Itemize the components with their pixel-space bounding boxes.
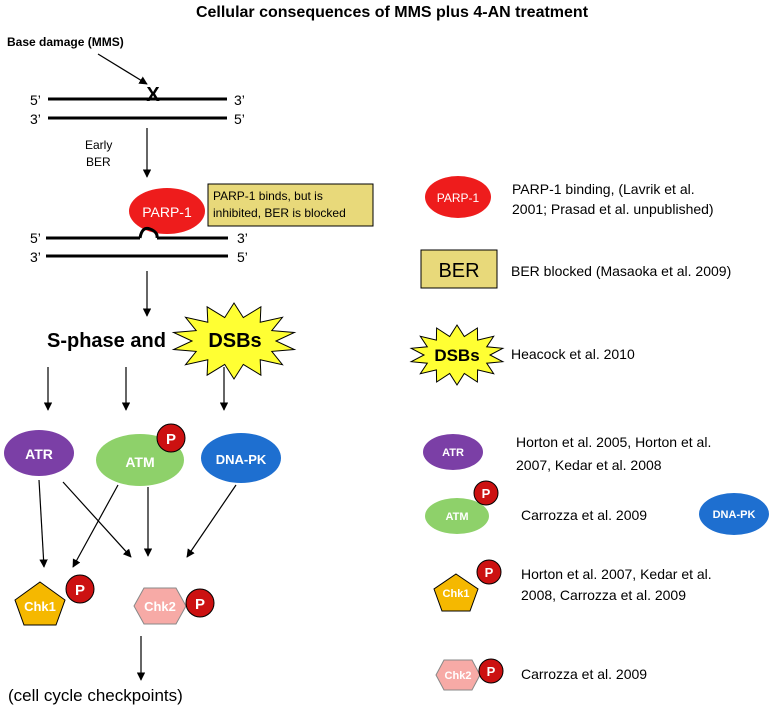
strand-3-top-right: 3’ [234,92,245,108]
legend-atm-text: Carrozza et al. 2009 [521,507,647,523]
atr-label: ATR [25,446,53,462]
parp-note-line-2: inhibited, BER is blocked [213,206,346,220]
early-label: Early [85,138,112,152]
atr-ellipse [4,430,74,476]
legend-chk1-text-2: 2008, Carrozza et al. 2009 [521,587,686,603]
dnapk-chk2-arrow [186,484,237,558]
legend-dnapk-ellipse [699,493,769,535]
legend-atr-ellipse [423,434,483,470]
legend-chk1-phospho [476,559,502,585]
strand-3-mid-right: 3’ [237,230,248,246]
parp1-ellipse [129,188,205,234]
chk1-phospho-badge [65,574,95,604]
legend-dsbs-text: Heacock et al. 2010 [511,346,635,362]
legend-ber-label: BER [438,260,479,282]
legend-ber-text: BER blocked (Masaoka et al. 2009) [511,263,731,279]
dna-lesion-loop [138,226,159,239]
dnapk-ellipse [201,433,281,483]
dsbs-label: DSBs [208,330,261,352]
legend-atr-label: ATR [442,447,464,459]
legend-atm-label: ATM [445,511,468,523]
damage-mark: X [146,84,160,106]
legend-dnapk-label: DNA-PK [713,509,756,521]
strand-5-bottom-right: 5’ [234,111,245,127]
legend-chk1-pentagon [433,573,479,612]
sphase-label: S-phase and [47,330,166,352]
strand-5-mid-bottom-right: 5’ [237,249,248,265]
legend-parp1-text-1: PARP-1 binding, (Lavrik et al. [512,181,695,197]
chk2-phospho-badge [185,588,215,618]
legend-dsb-starburst [409,324,505,386]
chk2-label: Chk2 [144,599,176,614]
legend-atm-ellipse [425,498,489,534]
damage-arrow [97,53,148,85]
dsb-starburst [171,302,297,380]
atm-phospho-badge [156,423,186,453]
chk1-label: Chk1 [24,599,56,614]
parp-note-line-1: PARP-1 binds, but is [213,189,323,203]
parp1-label: PARP-1 [142,204,192,220]
legend-dsbs-label: DSBs [434,346,479,365]
chk2-phospho-label: P [195,596,205,613]
legend-atr-text-2: 2007, Kedar et al. 2008 [516,457,662,473]
legend-atm-phospho-label: P [482,486,491,501]
legend-chk2-text: Carrozza et al. 2009 [521,666,647,682]
strand-5-top-left: 5’ [30,92,41,108]
figure-title: Cellular consequences of MMS plus 4-AN t… [196,4,589,21]
strand-3-mid-bottom-left: 3’ [30,249,41,265]
checkpoints-label: (cell cycle checkpoints) [8,686,183,705]
legend-parp1-text-2: 2001; Prasad et al. unpublished) [512,201,714,217]
chk1-phospho-label: P [75,582,85,599]
ber-label: BER [86,155,111,169]
legend-chk2-phospho-label: P [487,664,496,679]
legend-atr-text-1: Horton et al. 2005, Horton et al. [516,434,711,450]
atr-chk2-arrow [62,481,132,558]
legend-ber-box [420,249,498,289]
legend-chk1-text-1: Horton et al. 2007, Kedar et al. [521,566,712,582]
parp-note-box [207,183,374,227]
atm-label: ATM [125,454,154,470]
atm-chk1-arrow [72,484,119,568]
dnapk-label: DNA-PK [216,452,267,467]
legend: PARP-1 PARP-1 binding, (Lavrik et al. 20… [409,176,769,691]
legend-atm-phospho [473,480,499,506]
legend-chk2-label: Chk2 [445,670,472,682]
legend-chk1-phospho-label: P [485,565,494,580]
atr-chk1-arrow [38,479,48,568]
legend-chk2-phospho [478,658,504,684]
base-damage-label: Base damage (MMS) [7,35,124,49]
strand-3-bottom-left: 3’ [30,111,41,127]
legend-chk1-label: Chk1 [443,588,470,600]
strand-5-mid-left: 5’ [30,230,41,246]
legend-parp1-ellipse [425,176,491,218]
chk1-pentagon [14,581,66,626]
atm-phospho-label: P [166,431,176,448]
legend-parp1-label: PARP-1 [437,191,480,205]
